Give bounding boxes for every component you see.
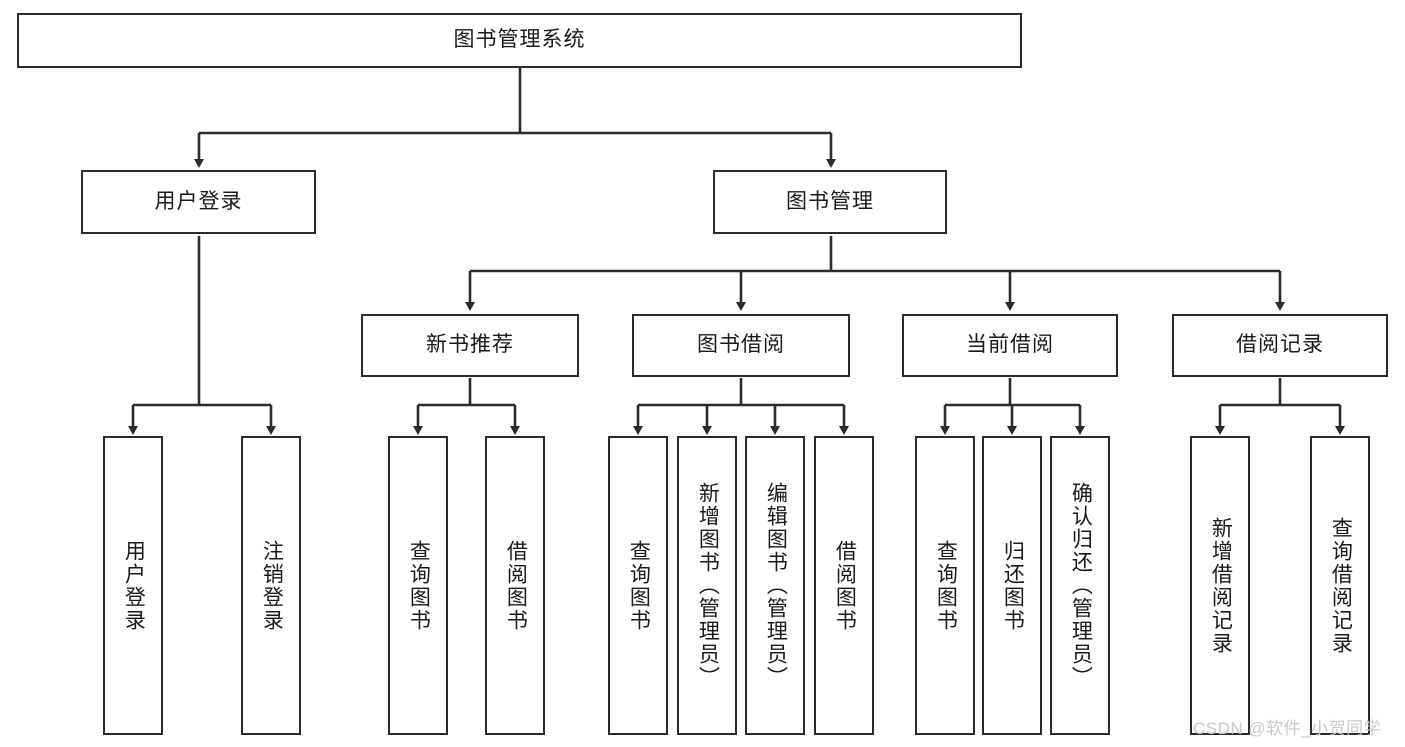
leaf-record-add-record[interactable]: 新增借阅记录	[1190, 436, 1250, 735]
leaf-user-login-logout-label: 注销登录	[260, 539, 284, 632]
leaf-current-return-book-label: 归还图书	[1001, 539, 1025, 632]
node-root-label: 图书管理系统	[453, 28, 586, 52]
leaf-record-query-record-label: 查询借阅记录	[1329, 516, 1353, 655]
node-user-login[interactable]: 用户登录	[81, 170, 316, 234]
node-user-login-label: 用户登录	[154, 189, 243, 213]
leaf-current-query-book[interactable]: 查询图书	[915, 436, 975, 735]
leaf-borrow-borrow-book[interactable]: 借阅图书	[814, 436, 874, 735]
node-borrow-record[interactable]: 借阅记录	[1172, 314, 1388, 377]
leaf-borrow-query-book-label: 查询图书	[627, 539, 651, 632]
leaf-user-login-login[interactable]: 用户登录	[103, 436, 163, 735]
leaf-recommend-borrow-book[interactable]: 借阅图书	[485, 436, 545, 735]
leaf-borrow-query-book[interactable]: 查询图书	[608, 436, 668, 735]
leaf-current-confirm-return[interactable]: 确认归还（管理员）	[1050, 436, 1110, 735]
node-new-book-recommend-label: 新书推荐	[426, 333, 514, 357]
leaf-borrow-edit-book[interactable]: 编辑图书（管理员）	[745, 436, 805, 735]
leaf-recommend-query-book[interactable]: 查询图书	[388, 436, 448, 735]
leaf-record-add-record-label: 新增借阅记录	[1209, 516, 1233, 655]
leaf-borrow-add-book[interactable]: 新增图书（管理员）	[677, 436, 737, 735]
leaf-current-query-book-label: 查询图书	[934, 539, 958, 632]
node-book-borrow[interactable]: 图书借阅	[632, 314, 850, 377]
node-new-book-recommend[interactable]: 新书推荐	[361, 314, 579, 377]
leaf-record-query-record[interactable]: 查询借阅记录	[1310, 436, 1370, 735]
leaf-current-return-book[interactable]: 归还图书	[982, 436, 1042, 735]
leaf-current-confirm-return-label: 确认归还（管理员）	[1069, 482, 1093, 689]
node-book-management-label: 图书管理	[786, 189, 874, 213]
node-book-borrow-label: 图书借阅	[697, 333, 785, 357]
node-current-borrow-label: 当前借阅	[966, 333, 1054, 357]
leaf-user-login-login-label: 用户登录	[122, 539, 146, 632]
node-borrow-record-label: 借阅记录	[1236, 333, 1324, 357]
leaf-borrow-borrow-book-label: 借阅图书	[833, 539, 857, 632]
csdn-watermark: CSDN @软件_小贺同学	[1193, 719, 1382, 738]
leaf-recommend-borrow-book-label: 借阅图书	[504, 539, 528, 632]
node-root[interactable]: 图书管理系统	[17, 13, 1022, 68]
leaf-borrow-edit-book-label: 编辑图书（管理员）	[764, 482, 788, 689]
node-current-borrow[interactable]: 当前借阅	[902, 314, 1118, 377]
leaf-recommend-query-book-label: 查询图书	[407, 539, 431, 632]
leaf-user-login-logout[interactable]: 注销登录	[241, 436, 301, 735]
leaf-borrow-add-book-label: 新增图书（管理员）	[696, 482, 720, 689]
node-book-management[interactable]: 图书管理	[713, 170, 947, 234]
